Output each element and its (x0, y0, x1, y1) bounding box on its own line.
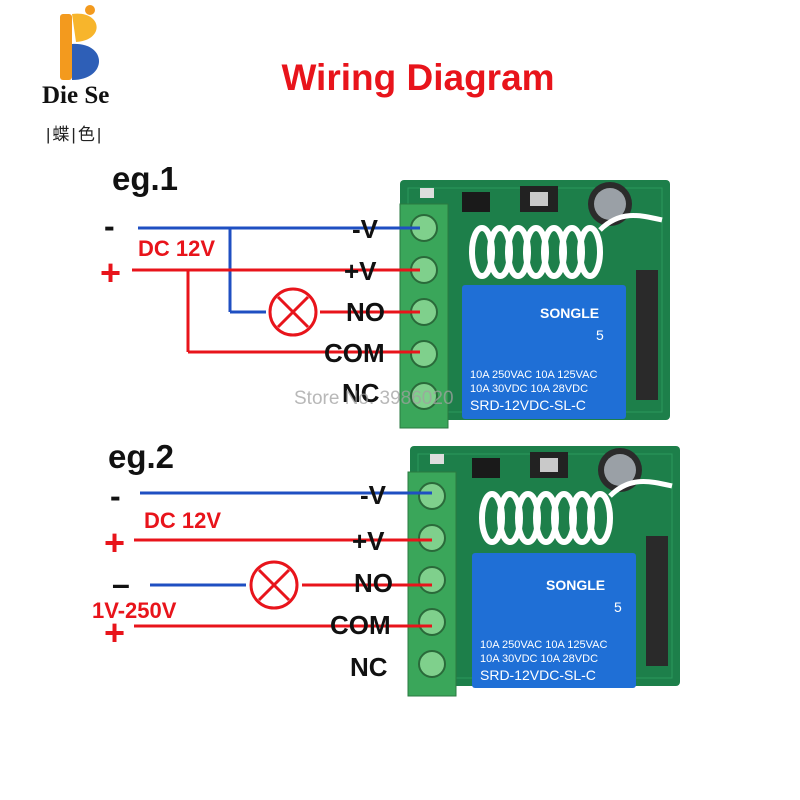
example1-supply: DC 12V (138, 236, 216, 261)
store-watermark: Store No. 3986020 (294, 388, 454, 409)
example2-supply: DC 12V (144, 508, 222, 533)
relay-1-model: SRD-12VDC-SL-C (470, 397, 586, 413)
relay-1-brand: SONGLE (540, 305, 599, 321)
eg1-terminal-no: NO (346, 297, 385, 327)
eg1-terminal-pos: +V (344, 256, 377, 286)
lamp-icon (249, 560, 299, 610)
wires-eg1 (132, 226, 420, 354)
page-title: Wiring Diagram (281, 57, 555, 98)
example2-load-supply: 1V-250V (92, 598, 177, 623)
brand-name: Die Se (42, 82, 110, 109)
relay-2-brand: SONGLE (546, 577, 605, 593)
eg2-terminal-com: COM (330, 610, 391, 640)
example1-minus: - (104, 208, 115, 244)
example2-load-minus: – (112, 566, 130, 602)
eg2-terminal-pos: +V (352, 526, 385, 556)
relay-1-rating1: 10A 250VAC 10A 125VAC (470, 369, 597, 381)
example2-minus: - (110, 478, 121, 514)
relay-2-number: 5 (614, 599, 622, 615)
eg2-terminal-no: NO (354, 568, 393, 598)
relay-2-rating1: 10A 250VAC 10A 125VAC (480, 639, 607, 651)
wires-eg2 (134, 491, 432, 628)
eg1-terminal-nc: NC (342, 378, 380, 408)
eg1-terminal-com: COM (324, 338, 385, 368)
example2-label: eg.2 (108, 438, 175, 475)
example1-plus: + (100, 252, 122, 293)
eg2-terminal-neg: -V (360, 480, 386, 510)
example2-load-plus: + (104, 612, 126, 653)
brand-logo-icon (60, 5, 99, 80)
relay-2-model: SRD-12VDC-SL-C (480, 667, 596, 683)
relay-2 (472, 553, 636, 688)
relay-1-rating2: 10A 30VDC 10A 28VDC (470, 383, 588, 395)
relay-1 (462, 285, 626, 419)
relay-2-rating2: 10A 30VDC 10A 28VDC (480, 653, 598, 665)
example2-plus: + (104, 522, 126, 563)
example1-label: eg.1 (112, 160, 179, 197)
eg2-terminal-nc: NC (350, 652, 388, 682)
eg1-terminal-neg: -V (352, 214, 378, 244)
brand-chinese: |蝶|色| (46, 125, 104, 144)
lamp-icon (268, 287, 318, 337)
relay-1-number: 5 (596, 327, 604, 343)
